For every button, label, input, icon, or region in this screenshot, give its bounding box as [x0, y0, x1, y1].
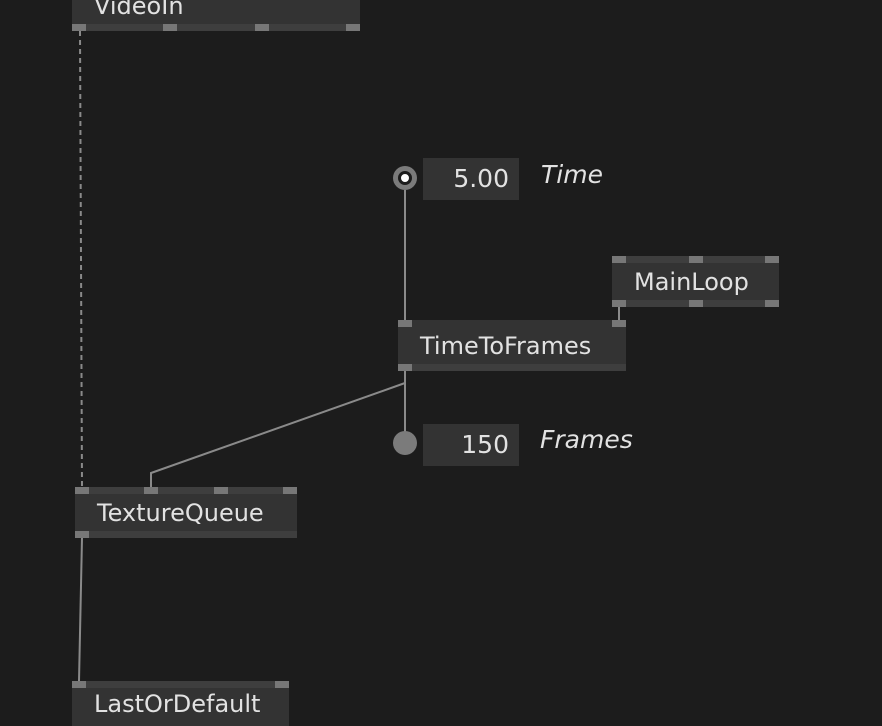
pin-timetoframes-in-time[interactable] — [398, 320, 412, 327]
node-mainloop-label: MainLoop — [634, 267, 749, 296]
pin-timetoframes-out-frames[interactable] — [398, 364, 412, 371]
link-videoin-texturequeue[interactable] — [79, 30, 83, 488]
node-texturequeue-label: TextureQueue — [97, 498, 264, 527]
pin-mainloop-in-2[interactable] — [689, 256, 703, 263]
time-iobox-bang-icon[interactable] — [393, 166, 417, 190]
node-videoin[interactable]: VideoIn — [72, 0, 360, 31]
pin-mainloop-out-2[interactable] — [689, 300, 703, 307]
node-texturequeue[interactable]: TextureQueue — [75, 487, 297, 538]
node-videoin-label: VideoIn — [94, 0, 184, 20]
time-value-box[interactable]: 5.00 — [423, 158, 519, 200]
pin-mainloop-in-1[interactable] — [612, 256, 626, 263]
frames-value-box[interactable]: 150 — [423, 424, 519, 466]
pin-lastordefault-in-2[interactable] — [275, 681, 289, 688]
pin-timetoframes-in-clock[interactable] — [612, 320, 626, 327]
pin-mainloop-in-3[interactable] — [765, 256, 779, 263]
links-layer — [78, 30, 620, 682]
pin-texturequeue-out-1[interactable] — [75, 531, 89, 538]
frames-label: Frames — [540, 425, 633, 454]
pin-videoin-out-2[interactable] — [163, 24, 177, 31]
pin-videoin-out-1[interactable] — [72, 24, 86, 31]
link-texturequeue-lastordefault[interactable] — [78, 537, 83, 682]
pin-videoin-out-3[interactable] — [255, 24, 269, 31]
node-lastordefault[interactable]: LastOrDefault — [72, 681, 289, 726]
time-iobox-bang-center-icon — [398, 171, 412, 185]
node-timetoframes[interactable]: TimeToFrames — [398, 320, 626, 371]
node-timetoframes-label: TimeToFrames — [420, 331, 592, 360]
pin-texturequeue-in-4[interactable] — [283, 487, 297, 494]
pin-mainloop-out-3[interactable] — [765, 300, 779, 307]
pin-texturequeue-in-2[interactable] — [144, 487, 158, 494]
pin-texturequeue-in-1[interactable] — [75, 487, 89, 494]
link-timetoframes-texturequeue[interactable] — [150, 382, 406, 487]
node-lastordefault-label: LastOrDefault — [94, 690, 261, 718]
frames-iobox-dot-icon[interactable] — [393, 431, 417, 455]
pin-texturequeue-in-3[interactable] — [214, 487, 228, 494]
pin-videoin-out-4[interactable] — [346, 24, 360, 31]
time-label: Time — [541, 160, 603, 189]
pin-lastordefault-in-1[interactable] — [72, 681, 86, 688]
pin-mainloop-out-1[interactable] — [612, 300, 626, 307]
node-mainloop[interactable]: MainLoop — [612, 256, 779, 307]
